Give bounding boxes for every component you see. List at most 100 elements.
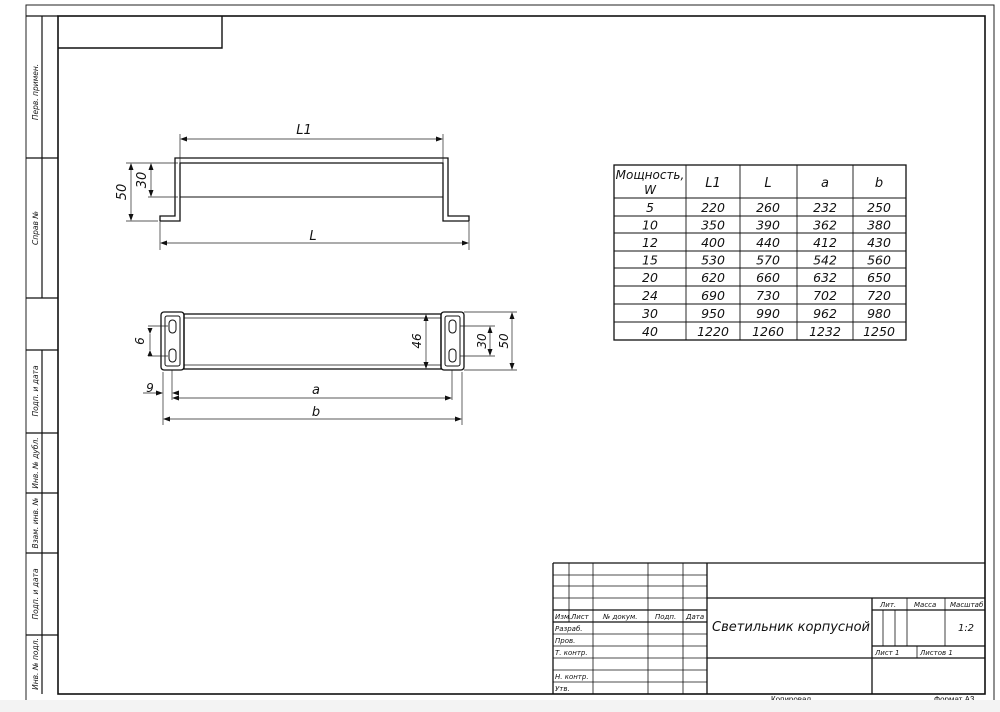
table-cell: 5	[646, 200, 654, 215]
stamp-cell-5: Взам. инв. №	[31, 497, 40, 548]
table-cell: 250	[867, 200, 891, 215]
table-header-L: L	[764, 176, 771, 191]
tb-col-sign: Подп.	[655, 613, 676, 621]
table-cell: 260	[756, 200, 780, 215]
dim-label-30-top: 30	[135, 172, 150, 189]
table-cell: 220	[701, 200, 725, 215]
dim-label-L: L	[309, 229, 316, 244]
table-cell: 440	[756, 235, 780, 250]
table-header-b: b	[875, 176, 883, 191]
table-header-L1: L1	[705, 176, 721, 191]
table-cell: 1220	[697, 324, 729, 339]
right-end-plate	[440, 311, 465, 371]
table-cell: 702	[813, 288, 837, 303]
profile-outline	[159, 157, 470, 222]
table-cell: 15	[642, 253, 658, 268]
dim-label-L1: L1	[296, 123, 312, 138]
drawing-frame	[57, 15, 986, 695]
table-cell: 690	[701, 288, 725, 303]
slot-hole	[448, 319, 457, 334]
sheet-outer-border	[25, 4, 995, 708]
table-body: 5 220 260 232 250 10 350 390 362 380 12 400 440 412 43…	[642, 200, 895, 339]
table-cell: 660	[756, 270, 780, 285]
housing-body	[183, 313, 442, 370]
table-cell: 632	[813, 270, 837, 285]
tb-row-developed: Разраб.	[555, 625, 583, 633]
top-left-box	[58, 16, 223, 49]
dim-label-a: a	[312, 383, 320, 398]
dim-label-b: b	[312, 405, 320, 420]
slot-hole	[448, 348, 457, 363]
slot-hole	[168, 348, 177, 363]
table-header-power: Мощность,	[616, 168, 685, 182]
tb-row-checked: Пров.	[555, 637, 575, 645]
tb-row-approved: Утв.	[555, 685, 570, 693]
stamp-cell-7: Инв. № подл.	[31, 638, 40, 690]
tb-col-docnum: № докум.	[602, 613, 638, 621]
tb-col-date: Дата	[685, 613, 704, 621]
tb-scale-value: 1:2	[958, 623, 974, 634]
stamp-cell-3: Подп. и дата	[31, 365, 40, 416]
table-cell: 400	[701, 235, 725, 250]
left-end-plate	[160, 311, 185, 371]
table-cell: 620	[701, 270, 725, 285]
slot-hole	[168, 319, 177, 334]
stamp-cell-6: Подп. и дата	[31, 568, 40, 619]
table-cell: 950	[701, 306, 725, 321]
table-header-power-unit: W	[644, 183, 657, 197]
table-cell: 730	[756, 288, 780, 303]
footer-format: Формат А3	[934, 695, 975, 704]
tb-title: Светильник корпусной	[712, 620, 870, 635]
table-cell: 350	[701, 218, 725, 233]
tb-row-tcontrol: Т. контр.	[555, 649, 588, 657]
table-cell: 30	[642, 306, 658, 321]
title-block: Изм. Лист № докум. Подп. Дата Разраб. Пр…	[552, 562, 985, 694]
dim-label-50-top: 50	[115, 184, 130, 201]
table-cell: 980	[867, 306, 891, 321]
table-cell: 1250	[863, 324, 895, 339]
tb-sheets-label: Листов 1	[919, 649, 953, 657]
table-cell: 412	[813, 235, 837, 250]
tb-row-ncontrol: Н. контр.	[555, 673, 589, 681]
dim-label-50-bottom: 50	[497, 333, 511, 349]
stamp-cell-1: Перв. примен.	[31, 64, 40, 120]
tb-sheet-label: Лист 1	[874, 649, 899, 657]
table-cell: 530	[701, 253, 725, 268]
dim-label-30-bottom: 30	[475, 333, 489, 349]
table-cell: 430	[867, 235, 891, 250]
tb-col-izm: Изм.	[555, 613, 571, 621]
table-cell: 570	[756, 253, 780, 268]
table-cell: 720	[867, 288, 891, 303]
table-cell: 962	[813, 306, 837, 321]
table-cell: 20	[642, 270, 658, 285]
spec-table: Мощность, W L1 L a b 5 220 260 232 250 10 350 3…	[613, 164, 907, 341]
dim-label-46: 46	[410, 333, 424, 349]
footer-copied: Копировал	[771, 695, 811, 704]
side-stamp	[26, 15, 58, 694]
bottom-strip	[0, 700, 1000, 712]
tb-scale-label: Масштаб	[950, 601, 984, 609]
stamp-cell-2: Справ №	[31, 211, 40, 245]
stamp-cell-4: Инв. № дубл.	[31, 437, 40, 488]
table-cell: 10	[642, 218, 658, 233]
dim-label-6: 6	[133, 337, 147, 345]
top-view: L1 L 50 30	[115, 123, 470, 250]
table-cell: 12	[642, 235, 658, 250]
table-cell: 560	[867, 253, 891, 268]
table-cell: 40	[642, 324, 658, 339]
table-cell: 1232	[809, 324, 841, 339]
table-cell: 362	[813, 218, 837, 233]
table-cell: 390	[756, 218, 780, 233]
tb-lit-label: Лит.	[879, 601, 896, 609]
table-cell: 990	[756, 306, 780, 321]
table-cell: 542	[813, 253, 837, 268]
table-cell: 380	[867, 218, 891, 233]
table-cell: 232	[813, 200, 837, 215]
tb-col-list: Лист	[570, 613, 590, 621]
tb-mass-label: Масса	[914, 601, 936, 609]
table-cell: 24	[642, 288, 658, 303]
dim-label-9: 9	[146, 381, 154, 395]
table-cell: 1260	[752, 324, 784, 339]
table-header-a: a	[821, 176, 829, 191]
